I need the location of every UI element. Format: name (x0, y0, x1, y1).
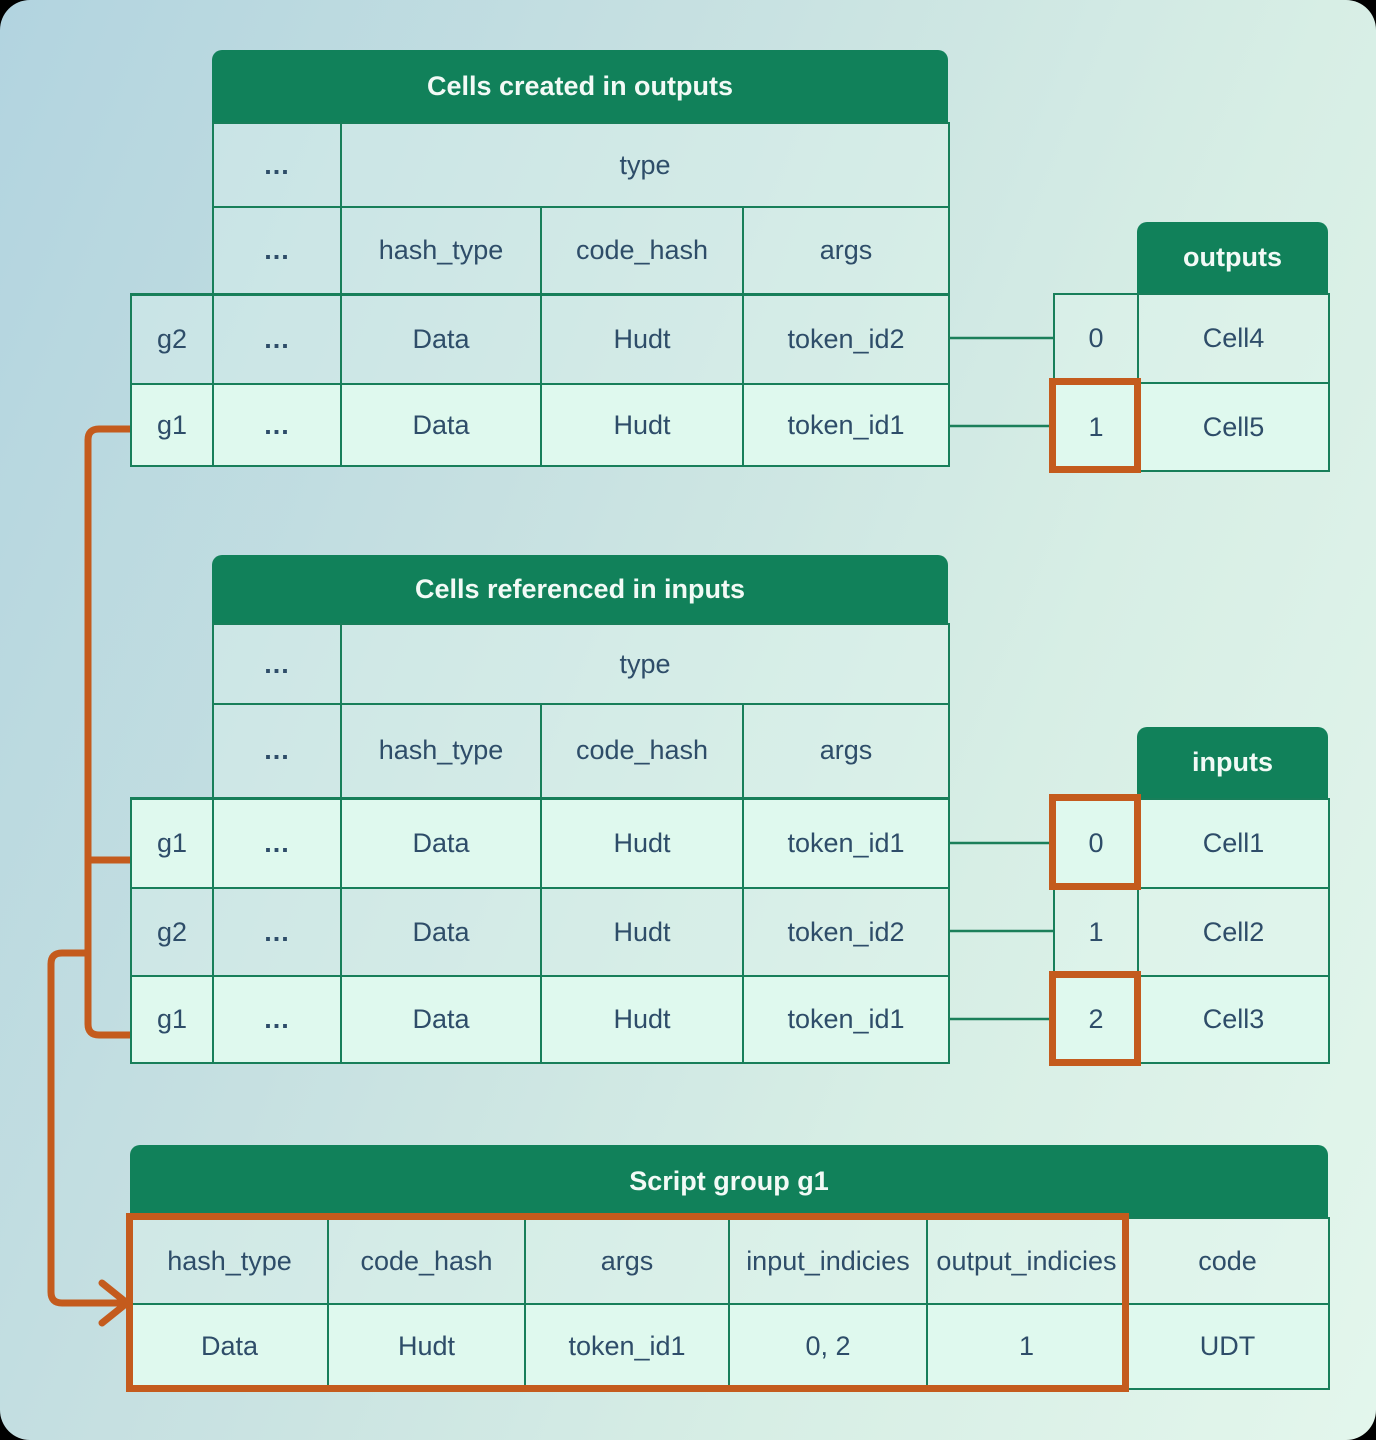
hash-type-header-cell: hash_type (130, 1217, 329, 1305)
hash-type-header-cell: hash_type (340, 703, 542, 799)
input-indicies-header-cell: input_indicies (728, 1217, 928, 1305)
args-header-cell: args (524, 1217, 730, 1305)
outputs-table-grid: ... type ... hash_type code_hash args g2… (130, 122, 951, 467)
code-hash-cell: Hudt (540, 975, 744, 1064)
ellipsis-cell: ... (212, 887, 342, 977)
inputs-list-title: inputs (1137, 727, 1328, 798)
outputs-list-grid: 0 Cell4 1 Cell5 (1053, 293, 1330, 472)
ellipsis-cell: ... (212, 975, 342, 1064)
output-indicies-header-cell: output_indicies (926, 1217, 1127, 1305)
args-header-cell: args (741, 703, 951, 799)
ellipsis-cell: ... (212, 206, 342, 295)
table-row: hash_type code_hash args input_indicies … (130, 1217, 1330, 1305)
table-row: g1 ... Data Hudt token_id1 (130, 383, 951, 467)
hash-type-header-cell: hash_type (340, 206, 542, 295)
script-group-grid: hash_type code_hash args input_indicies … (130, 1217, 1330, 1390)
args-header-cell: args (741, 206, 951, 295)
input-cell-name: Cell2 (1137, 887, 1330, 977)
input-cell-name: Cell3 (1137, 975, 1330, 1064)
table-title: Cells referenced in inputs (212, 555, 948, 623)
type-header-cell: type (339, 122, 951, 208)
list-item: 0 Cell1 (1053, 798, 1330, 889)
g1-branch-to-script-group (47, 949, 122, 1307)
ellipsis-cell: ... (212, 292, 342, 385)
script-group-title: Script group g1 (130, 1145, 1328, 1217)
outputs-list-table: outputs 0 Cell4 1 Cell5 (1053, 222, 1330, 472)
table-row: g1 ... Data Hudt token_id1 (130, 796, 951, 889)
args-cell: token_id1 (741, 975, 951, 1064)
inputs-list-grid: 0 Cell1 1 Cell2 2 Cell3 (1053, 798, 1330, 1064)
ellipsis-cell: ... (212, 703, 342, 799)
code-hash-cell: Hudt (327, 1303, 526, 1390)
output-cell-name: Cell4 (1137, 293, 1330, 384)
group-label-cell: g1 (130, 975, 214, 1064)
hash-type-cell: Data (130, 1303, 329, 1390)
output-cell-name: Cell5 (1137, 382, 1330, 472)
args-cell: token_id1 (741, 796, 951, 889)
group-label-cell: g1 (130, 383, 214, 467)
inputs-table-grid: ... type ... hash_type code_hash args g1… (130, 623, 951, 1064)
group-label-cell: g2 (130, 887, 214, 977)
outputs-list-title: outputs (1137, 222, 1328, 293)
type-header-cell: type (339, 623, 951, 705)
ellipsis-cell: ... (212, 383, 342, 467)
code-header-cell: code (1125, 1217, 1330, 1305)
g1-bracket-line (84, 425, 130, 1039)
code-hash-cell: Hudt (540, 887, 744, 977)
highlight-output-index-1 (1049, 378, 1141, 473)
args-cell: token_id1 (524, 1303, 730, 1390)
args-cell: token_id2 (741, 292, 951, 385)
hash-type-cell: Data (340, 975, 542, 1064)
output-indicies-cell: 1 (926, 1303, 1127, 1390)
highlight-input-index-2 (1049, 971, 1141, 1066)
input-index-cell: 0 (1053, 798, 1139, 889)
ellipsis-cell: ... (212, 623, 342, 705)
list-item: 1 Cell2 (1053, 887, 1330, 977)
empty-corner (131, 704, 213, 798)
code-hash-header-cell: code_hash (540, 703, 744, 799)
table-row: g2 ... Data Hudt token_id2 (130, 292, 951, 385)
hash-type-cell: Data (340, 796, 542, 889)
input-cell-name: Cell1 (1137, 798, 1330, 889)
code-hash-cell: Hudt (540, 383, 744, 467)
empty-corner (131, 123, 213, 207)
cells-created-in-outputs-table: Cells created in outputs ... type ... ha… (130, 50, 951, 467)
list-item: 2 Cell3 (1053, 975, 1330, 1064)
inputs-list-table: inputs 0 Cell1 1 Cell2 2 Cell3 (1053, 727, 1330, 1064)
table-row: g1 ... Data Hudt token_id1 (130, 975, 951, 1064)
hash-type-cell: Data (340, 292, 542, 385)
input-index-cell: 1 (1053, 887, 1139, 977)
cells-referenced-in-inputs-table: Cells referenced in inputs ... type ... … (130, 555, 951, 1064)
table-title: Cells created in outputs (212, 50, 948, 122)
code-hash-header-cell: code_hash (540, 206, 744, 295)
empty-corner (131, 207, 213, 294)
output-index-cell: 0 (1053, 293, 1139, 384)
args-cell: token_id2 (741, 887, 951, 977)
hash-type-cell: Data (340, 383, 542, 467)
highlight-script-group-columns (126, 1213, 1129, 1392)
group-label-cell: g1 (130, 796, 214, 889)
input-index-cell: 2 (1053, 975, 1139, 1064)
code-hash-cell: Hudt (540, 796, 744, 889)
script-group-g1-table: Script group g1 hash_type code_hash args… (130, 1145, 1330, 1390)
code-hash-header-cell: code_hash (327, 1217, 526, 1305)
highlight-input-index-0 (1049, 794, 1141, 890)
ellipsis-cell: ... (212, 796, 342, 889)
list-item: 0 Cell4 (1053, 293, 1330, 384)
empty-corner (131, 624, 213, 704)
hash-type-cell: Data (340, 887, 542, 977)
ellipsis-cell: ... (212, 122, 342, 208)
code-cell: UDT (1125, 1303, 1330, 1390)
table-row: g2 ... Data Hudt token_id2 (130, 887, 951, 977)
group-label-cell: g2 (130, 292, 214, 385)
code-hash-cell: Hudt (540, 292, 744, 385)
args-cell: token_id1 (741, 383, 951, 467)
arrowhead-icon (98, 1279, 131, 1327)
